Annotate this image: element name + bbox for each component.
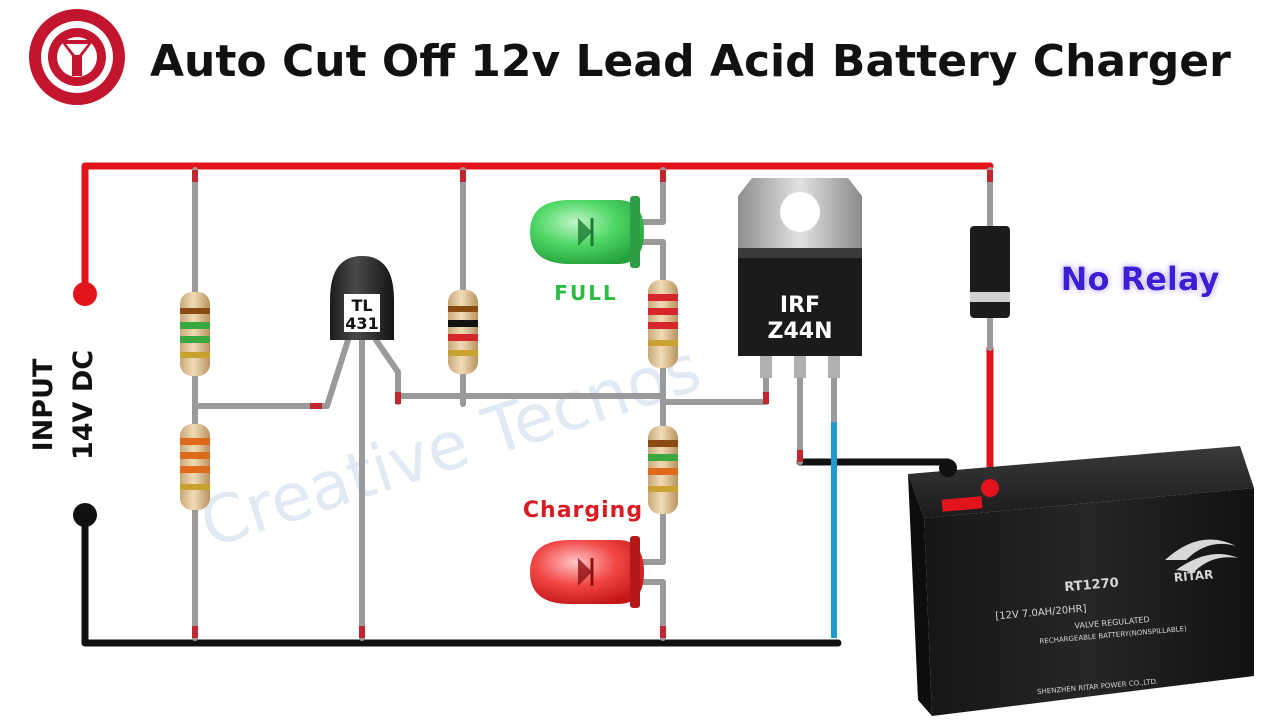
logo-mark-icon [60,40,94,76]
input-label-line2: 14V DC [68,350,99,460]
diode [970,226,1010,318]
battery-negative-node [939,459,957,477]
resistor-r4 [648,280,678,368]
lead-tips [192,170,993,638]
mosfet-label-line1: IRF [780,293,820,318]
page-title: Auto Cut Off 12v Lead Acid Battery Charg… [150,36,1231,87]
led-full-label: FULL [554,281,617,305]
led-charging-label: Charging [523,498,643,523]
resistor-r3 [448,290,478,374]
battery-brand-swoosh-icon [1165,539,1236,560]
component-leads [192,167,993,641]
resistor-r1 [180,292,210,376]
battery-brand: RITAR [1173,567,1214,584]
led-charging [530,536,644,608]
no-relay-label: No Relay [1061,260,1220,298]
battery-positive-terminal [941,496,983,512]
mosfet-label-line2: Z44N [768,319,833,344]
resistor-r5 [648,426,678,514]
input-label-line1: INPUT [28,358,59,451]
tl431-regulator: TL 431 [330,256,394,340]
led-full [530,196,644,268]
resistor-r2 [180,424,210,510]
battery-12v-7ah: RITAR RT1270 [12V 7.0AH/20HR] VALVE REGU… [908,446,1254,716]
tl431-label-line1: TL [351,296,372,315]
input-label: INPUT 14V DC [28,350,99,460]
positive-rail [81,162,994,492]
logo [29,9,125,105]
input-negative-terminal [73,503,97,527]
tl431-label-line2: 431 [345,314,378,333]
battery-positive-node [981,479,999,497]
input-positive-terminal [73,282,97,306]
mosfet-irfz44n: IRF Z44N [738,178,862,378]
battery-model: RT1270 [1064,576,1120,596]
